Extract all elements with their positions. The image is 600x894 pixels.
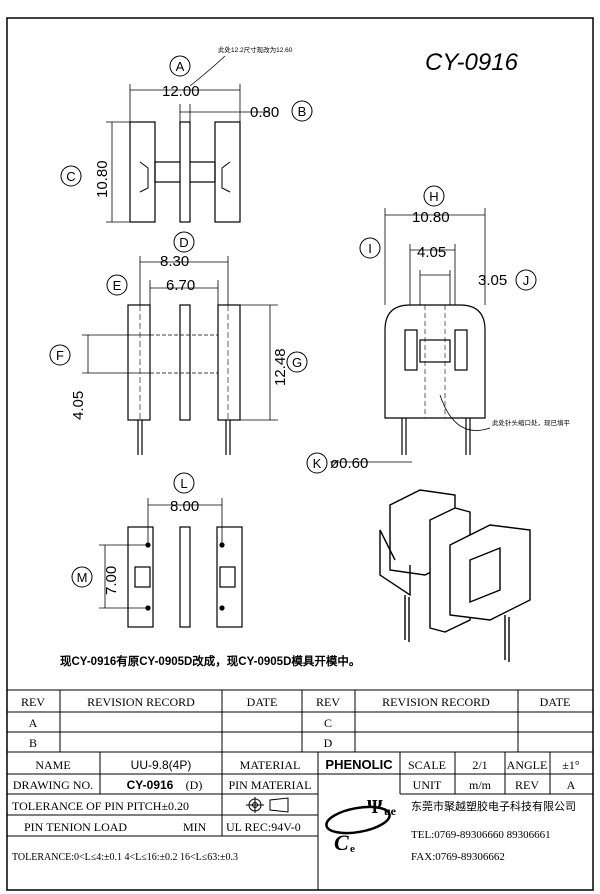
rev-row-c: C [324,716,332,730]
callout-h-label: H [429,189,438,204]
callout-j: J [515,269,537,291]
date-header-right: DATE [540,695,571,709]
dim-f-height: 4.05 [70,391,87,420]
dim-slot: 0.80 [250,104,279,121]
callout-c-label: C [66,169,75,184]
callout-g-label: G [292,355,302,370]
drawing-no-suffix: (D) [186,778,203,792]
rev-label: REV [515,778,539,792]
rev-header-left: REV [21,695,45,709]
callout-k-label: K [313,456,322,471]
callout-i-label: I [368,241,372,256]
callout-e: E [106,274,128,296]
callout-d-label: D [179,235,188,250]
main-note: 现CY-0916有原CY-0905D改成，现CY-0905D模具开模中。 [60,654,360,668]
dim-height-top: 10.80 [94,160,111,198]
scale-label: SCALE [408,758,446,772]
bottom-view [99,498,243,628]
spec-table [6,752,593,890]
callout-f: F [49,344,71,366]
rev-row-d: D [324,736,333,750]
part-number: CY-0916 [425,49,519,76]
record-header-left: REVISION RECORD [87,695,195,709]
isometric-view [379,489,531,662]
dim-k-pin: ø0.60 [330,455,368,472]
pin-material-label: PIN MATERIAL [229,778,312,792]
dim-h-width: 10.80 [412,209,450,226]
logo-psi: Ψ [367,796,383,818]
company-tel: TEL:0769-89306660 89306661 [411,829,551,841]
drawing-no-value: CY-0916 [127,778,174,792]
dim-g-height: 12.48 [272,348,289,386]
callout-l-label: L [180,476,187,491]
tolerance-pin-pitch: TOLERANCE OF PIN PITCH±0.20 [12,799,189,813]
callout-a-label: A [176,59,185,74]
callout-b-label: B [298,104,307,119]
unit-label: UNIT [413,778,442,792]
pin-tenion-label: PIN TENION LOAD [24,820,127,834]
sheet-frame [6,17,594,891]
name-label: NAME [35,758,70,772]
callout-k: K [306,452,328,474]
revision-table [7,689,593,753]
callout-i: I [359,237,381,259]
callout-h: H [423,185,445,207]
dim-j-width: 3.05 [478,272,507,289]
callout-a: A [169,55,191,77]
date-header-left: DATE [247,695,278,709]
dim-d-outer: 8.30 [160,253,189,270]
rev-row-a: A [29,716,38,730]
callout-f-label: F [56,348,64,363]
name-value: UU-9.8(4P) [131,758,192,772]
front-view [82,256,278,455]
dim-width-top: 12.00 [162,83,200,100]
dim-l-width: 8.00 [170,498,199,515]
projection-symbol-icon [246,797,289,813]
dim-e-inner: 6.70 [166,277,195,294]
callout-m: M [71,566,93,588]
material-value: PHENOLIC [325,757,393,772]
note-top: 此处12.2尺寸现改为12.60 [218,45,293,54]
material-label: MATERIAL [240,758,301,772]
top-view [106,55,270,223]
rev-row-b: B [29,736,37,750]
company-logo: C e Ψ ue [325,796,397,855]
callout-l: L [173,472,195,494]
scale-value: 2/1 [472,758,487,772]
record-header-right: REVISION RECORD [382,695,490,709]
rev-value: A [567,778,576,792]
min-label: MIN [183,820,207,834]
angle-value: ±1° [562,758,580,772]
logo-ue: ue [384,804,397,818]
callout-c: C [60,165,82,187]
dim-m-height: 7.00 [103,566,120,595]
rev-header-right: REV [316,695,340,709]
unit-value: m/m [469,778,492,792]
side-view [330,208,491,463]
callout-g: G [286,351,308,373]
callout-d: D [173,231,195,253]
callout-j-label: J [523,273,530,288]
logo-e: e [350,843,355,855]
tolerance-note: TOLERANCE:0<L≤4:±0.1 4<L≤16:±0.2 16<L≤63… [12,852,238,863]
angle-label: ANGLE [507,758,548,772]
callout-m-label: M [77,570,88,585]
logo-c: C [334,830,349,855]
ul-rec: UL REC:94V-0 [226,820,301,834]
note-side: 此处针头缩口处，现已填平 [492,418,571,427]
company-name: 东莞市聚越塑胶电子科技有限公司 [411,799,576,813]
drawing-no-label: DRAWING NO. [13,778,93,792]
callout-e-label: E [113,278,122,293]
company-fax: FAX:0769-89306662 [411,851,505,863]
callout-b: B [291,100,313,122]
dim-i-width: 4.05 [417,244,446,261]
